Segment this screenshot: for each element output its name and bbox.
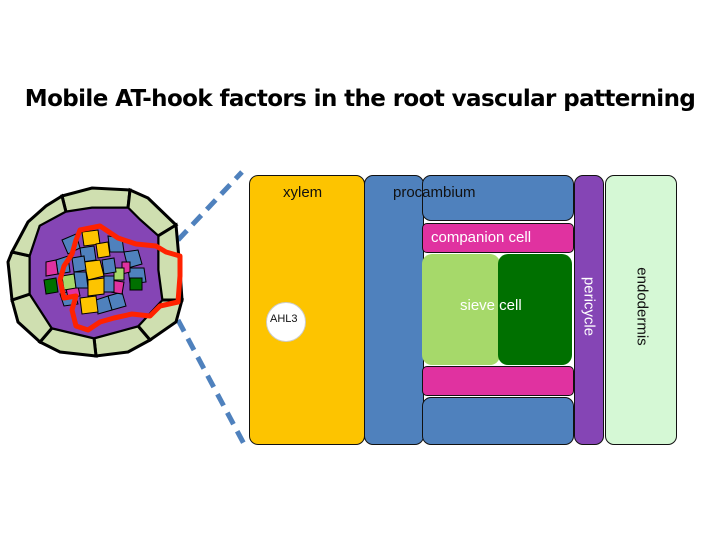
ahl3-label: AHL3 <box>270 313 298 325</box>
xylem-box <box>249 175 365 445</box>
sieve-cell-light <box>422 254 500 365</box>
highlight-outline <box>57 223 183 333</box>
zoom-line-top <box>176 170 244 242</box>
xylem-label: xylem <box>283 184 323 201</box>
companion-cell-box-top <box>422 223 574 253</box>
pericycle-box <box>574 175 604 445</box>
slide-title: Mobile AT-hook factors in the root vascu… <box>24 86 696 112</box>
ahl3-circle <box>266 302 306 342</box>
procambium-box-left <box>364 175 424 445</box>
companion-cell-box-bottom <box>422 366 574 396</box>
companion-cell-label: companion cell <box>431 229 532 246</box>
sieve-cell-label: sieve cell <box>460 297 522 314</box>
procambium-label: procambium <box>393 184 476 201</box>
endodermis-label: endodermis <box>633 267 651 346</box>
zoom-line-bottom <box>175 318 247 446</box>
procambium-box-bottom <box>422 397 574 445</box>
sieve-cell-dark <box>498 254 572 365</box>
pericycle-label: pericycle <box>580 276 598 337</box>
procambium-box-top <box>422 175 574 221</box>
endodermis-box <box>605 175 677 445</box>
